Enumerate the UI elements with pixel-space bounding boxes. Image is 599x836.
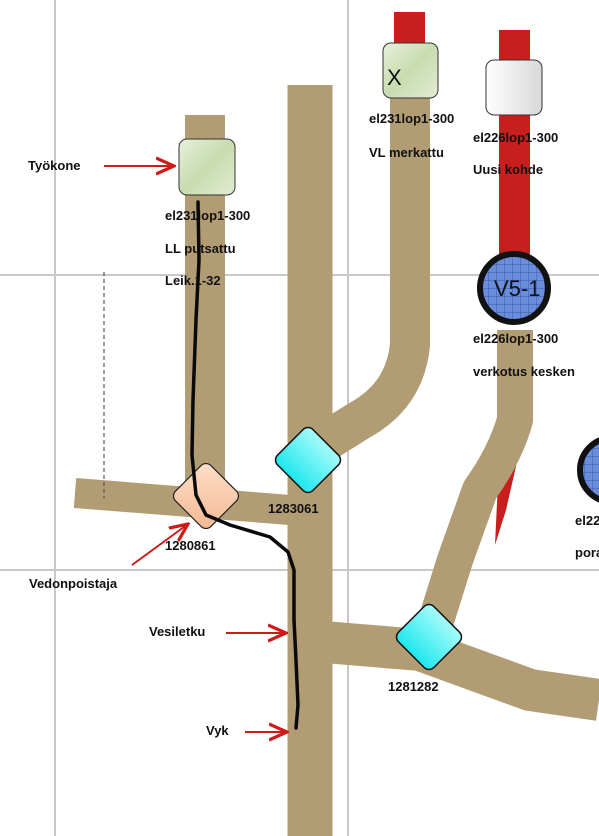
box-right-line2: Uusi kohde	[473, 162, 543, 177]
box-left-line1: el231lop1-300	[165, 208, 250, 223]
circle-v5-1[interactable]: V5-1 el226lop1-300 verkotus kesken	[473, 251, 575, 379]
circle-line2: verkotus kesken	[473, 364, 575, 379]
label-vedonpoistaja: Vedonpoistaja	[29, 576, 118, 591]
box-mid[interactable]: X el231lop1-300 VL merkattu	[369, 42, 454, 160]
annotation-arrows	[104, 166, 287, 732]
diamond-cyan-top[interactable]: 1283061	[268, 425, 343, 516]
box-right-line1: el226lop1-300	[473, 130, 558, 145]
diamond-cyan-bottom[interactable]: 1281282	[388, 602, 464, 694]
arrow-vedonpoistaja	[131, 524, 188, 566]
box-mid-line2: VL merkattu	[369, 145, 444, 160]
diamond-cyan-top-id: 1283061	[268, 501, 319, 516]
hose-path	[190, 200, 300, 730]
box-left[interactable]: el231lop1-300 LL putsattu Leik.1-32	[165, 138, 250, 288]
label-vesiletku: Vesiletku	[149, 624, 205, 639]
box-mid-glyph: X	[387, 65, 402, 90]
box-left-line3: Leik.1-32	[165, 273, 221, 288]
diamond-orange[interactable]: 1280861	[165, 461, 241, 553]
box-mid-line1: el231lop1-300	[369, 111, 454, 126]
box-right[interactable]: el226lop1-300 Uusi kohde	[473, 59, 558, 177]
circle-edge-line2: pora	[575, 545, 599, 560]
circle-glyph: V5-1	[494, 276, 540, 301]
label-vyk: Vyk	[206, 723, 229, 738]
circle-edge-line1: el22	[575, 513, 599, 528]
diamond-orange-id: 1280861	[165, 538, 216, 553]
label-tyokone: Työkone	[28, 158, 81, 173]
circle-edge[interactable]: el22 pora	[575, 437, 599, 560]
circle-line1: el226lop1-300	[473, 331, 558, 346]
diamond-cyan-bottom-id: 1281282	[388, 679, 439, 694]
